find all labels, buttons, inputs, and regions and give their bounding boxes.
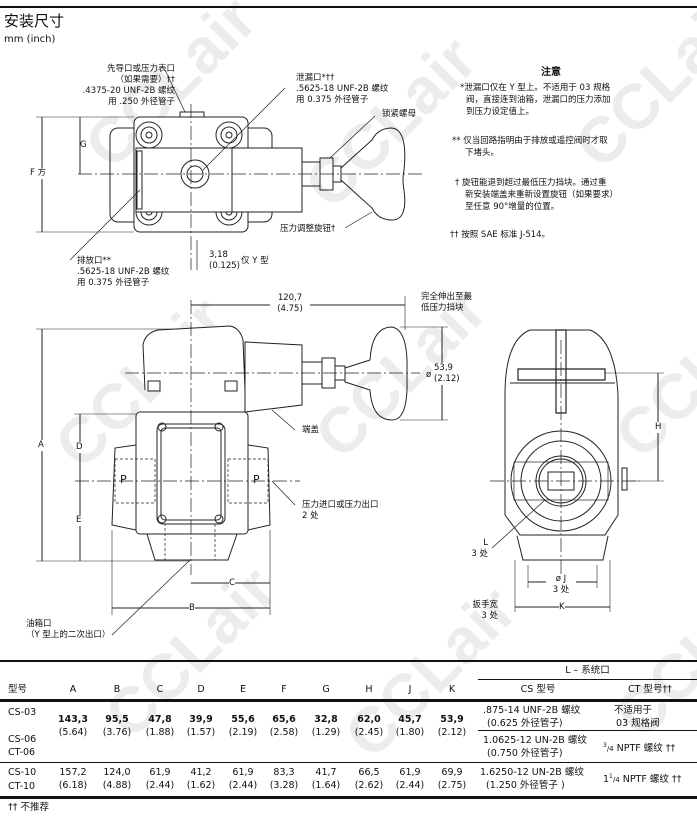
col-header: J bbox=[408, 684, 412, 695]
dimension-value-cell: 61,9(2.44) bbox=[395, 767, 425, 791]
adjust-knob-label: 压力调整旋钮† bbox=[280, 224, 336, 234]
dimension-value-cell: 62,0(2.45) bbox=[354, 714, 384, 738]
dimension-value-cell: 45,7(1.80) bbox=[395, 714, 425, 738]
col-header: CS 型号 bbox=[520, 684, 556, 695]
col-header: E bbox=[239, 684, 246, 695]
top-rule bbox=[0, 6, 697, 8]
dimension-value-cell: 32,8(1.29) bbox=[311, 714, 341, 738]
col-header: K bbox=[448, 684, 456, 695]
model-cell: CT-10 bbox=[8, 781, 36, 792]
offset-dimension: 3,18(0.125) bbox=[209, 250, 240, 271]
col-header: CT 型号†† bbox=[628, 684, 672, 695]
units-label: mm (inch) bbox=[4, 34, 56, 45]
dimension-value-cell: 53,9(2.12) bbox=[437, 714, 467, 738]
row-rule bbox=[0, 762, 697, 763]
footnote: †† 不推荐 bbox=[8, 802, 50, 813]
model-cell: CS-06 bbox=[8, 734, 37, 745]
table-top-rule bbox=[0, 660, 697, 662]
dimension-value-cell: 61,9(2.44) bbox=[145, 767, 175, 791]
vent-port-label: 排放口**.5625-18 UNF-2B 螺纹用 0.375 外径管子 bbox=[77, 256, 170, 288]
col-header: H bbox=[365, 684, 373, 695]
lock-nut-label: 锁紧螺母 bbox=[382, 109, 417, 119]
p-port-marker: P bbox=[253, 473, 260, 486]
col-header: A bbox=[69, 684, 77, 695]
dim-c-label: C bbox=[229, 578, 235, 589]
dimension-value-cell: 47,8(1.88) bbox=[145, 714, 175, 738]
dimension-value-cell: 69,9(2.75) bbox=[437, 767, 467, 791]
dimension-value-cell: 157,2(6.18) bbox=[58, 767, 88, 791]
model-cell: CS-03 bbox=[8, 707, 37, 718]
front-view-drawing bbox=[36, 296, 448, 636]
top-view-drawing bbox=[36, 69, 425, 270]
dimension-value-cell: 66,5(2.62) bbox=[354, 767, 384, 791]
dimension-value-cell: 39,9(1.57) bbox=[186, 714, 216, 738]
table-bottom-rule bbox=[0, 796, 697, 799]
col-header: D bbox=[197, 684, 205, 695]
note-item: † 旋钮能退到超过最低压力挡块。通过重新安装端盖来重新设置旋钮（如果要求）至任意… bbox=[455, 178, 619, 212]
col-header: C bbox=[156, 684, 164, 695]
dim-b-label: B bbox=[189, 603, 195, 614]
note-item: †† 按照 SAE 标准 J-514。 bbox=[450, 230, 551, 240]
note-item: ** 仅当回路指明由于排放或遥控阀时才取下堵头。 bbox=[452, 136, 608, 158]
ct-port-cell: 3/4 NPTF 螺纹 †† bbox=[603, 742, 676, 755]
extended-note: 完全伸出至最低压力挡块 bbox=[421, 292, 473, 313]
model-cell: CS-10 bbox=[8, 767, 37, 778]
header-rule bbox=[0, 699, 697, 702]
row-rule bbox=[478, 730, 697, 731]
dim-d-label: D bbox=[76, 442, 83, 453]
dimension-value-cell: 41,7(1.64) bbox=[311, 767, 341, 791]
knob-diameter: 53,9(2.12) bbox=[434, 363, 460, 385]
page-title: 安装尺寸 bbox=[4, 12, 65, 30]
col-header: G bbox=[322, 684, 330, 695]
cs-port-cell: .875-14 UNF-2B 螺纹(0.625 外径管子) bbox=[483, 705, 581, 729]
pilot-port-label: 先导口或压力表口（如果需要）††.4375-20 UNF-2B 螺纹用 .250… bbox=[82, 64, 175, 107]
dim-e-label: E bbox=[76, 515, 82, 526]
dia-symbol: ø bbox=[426, 370, 432, 380]
dim-f-label: F 方 bbox=[30, 168, 47, 179]
dim-a-label: A bbox=[38, 440, 44, 451]
notes-title: 注意 bbox=[541, 67, 561, 78]
end-cap-label: 端盖 bbox=[302, 425, 320, 435]
group-rule bbox=[478, 679, 697, 680]
note-item: *泄漏口仅在 Y 型上。不适用于 03 规格阀，直接连到油箱，泄漏口的压力添加到… bbox=[460, 83, 611, 117]
p-port-marker: P bbox=[120, 473, 127, 486]
col-header: B bbox=[113, 684, 121, 695]
model-cell: CT-06 bbox=[8, 747, 36, 758]
col-header: F bbox=[281, 684, 287, 695]
dimension-value-cell: 61,9(2.44) bbox=[228, 767, 258, 791]
col-header: 型号 bbox=[8, 684, 28, 695]
dimension-value-cell: 124,0(4.88) bbox=[102, 767, 132, 791]
ct-port-cell: 11/4 NPTF 螺纹 †† bbox=[603, 773, 682, 786]
group-header: L – 系统口 bbox=[565, 665, 610, 676]
dimension-value-cell: 65,6(2.58) bbox=[269, 714, 299, 738]
dim-h-label: H bbox=[655, 422, 662, 433]
cs-port-cell: 1.0625-12 UN-2B 螺纹(0.750 外径管子) bbox=[483, 735, 587, 759]
dim-k-label: K bbox=[559, 602, 565, 613]
dim-g-label: G bbox=[80, 140, 87, 150]
side-view-drawing bbox=[490, 329, 664, 612]
dimension-value-cell: 143,3(5.64) bbox=[57, 714, 89, 738]
drain-port-label: 泄漏口*††.5625-18 UNF-2B 螺纹用 0.375 外径管子 bbox=[296, 73, 389, 105]
offset-note: 仅 Y 型 bbox=[241, 256, 269, 266]
dimension-value-cell: 55,6(2.19) bbox=[228, 714, 258, 738]
valve-drawings bbox=[36, 69, 664, 636]
length-dimension: 120,7(4.75) bbox=[270, 293, 310, 315]
tank-port-label: 油箱口（Y 型上的二次出口） bbox=[26, 619, 111, 640]
dimension-value-cell: 95,5(3.76) bbox=[102, 714, 132, 738]
cs-port-cell: 1.6250-12 UN-2B 螺纹(1.250 外径管子 ) bbox=[480, 767, 584, 791]
dimension-value-cell: 41,2(1.62) bbox=[186, 767, 216, 791]
dimension-value-cell: 83,3(3.28) bbox=[269, 767, 299, 791]
